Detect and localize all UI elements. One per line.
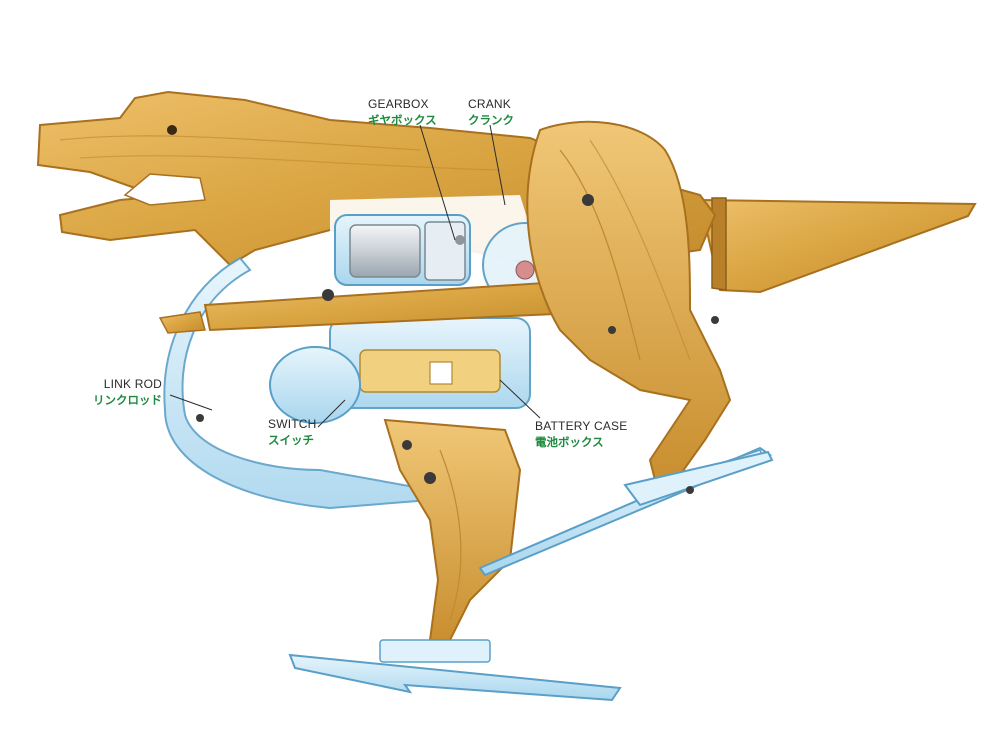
back-foot	[288, 653, 622, 702]
link-rod-label: LINK ROD リンクロッド	[80, 376, 162, 408]
switch	[269, 346, 361, 424]
battery-case-label-en: BATTERY CASE	[535, 419, 628, 433]
link-rod-label-en: LINK ROD	[103, 377, 162, 391]
switch-label-jp: スイッチ	[268, 433, 314, 447]
crank-label-jp: クランク	[468, 113, 514, 127]
battery-case-label-jp: 電池ボックス	[535, 435, 604, 449]
link-rod-loop	[163, 256, 433, 510]
crank-label-en: CRANK	[468, 97, 512, 111]
tail	[698, 198, 977, 294]
arm	[158, 311, 206, 334]
screws	[196, 194, 719, 494]
front-leg	[526, 120, 732, 482]
gearbox-label-jp: ギヤボックス	[368, 113, 437, 127]
battery-case-label: BATTERY CASE 電池ボックス	[535, 418, 627, 450]
switch-label: SWITCH スイッチ	[268, 416, 317, 448]
gearbox-label-en: GEARBOX	[368, 97, 429, 111]
leader-lines	[169, 124, 541, 428]
crank-label: CRANK クランク	[468, 96, 514, 128]
switch-label-en: SWITCH	[268, 417, 317, 431]
gearbox-label: GEARBOX ギヤボックス	[368, 96, 437, 128]
back-leg	[383, 418, 522, 641]
front-foot	[623, 450, 774, 507]
link-rod-label-jp: リンクロッド	[93, 393, 162, 407]
